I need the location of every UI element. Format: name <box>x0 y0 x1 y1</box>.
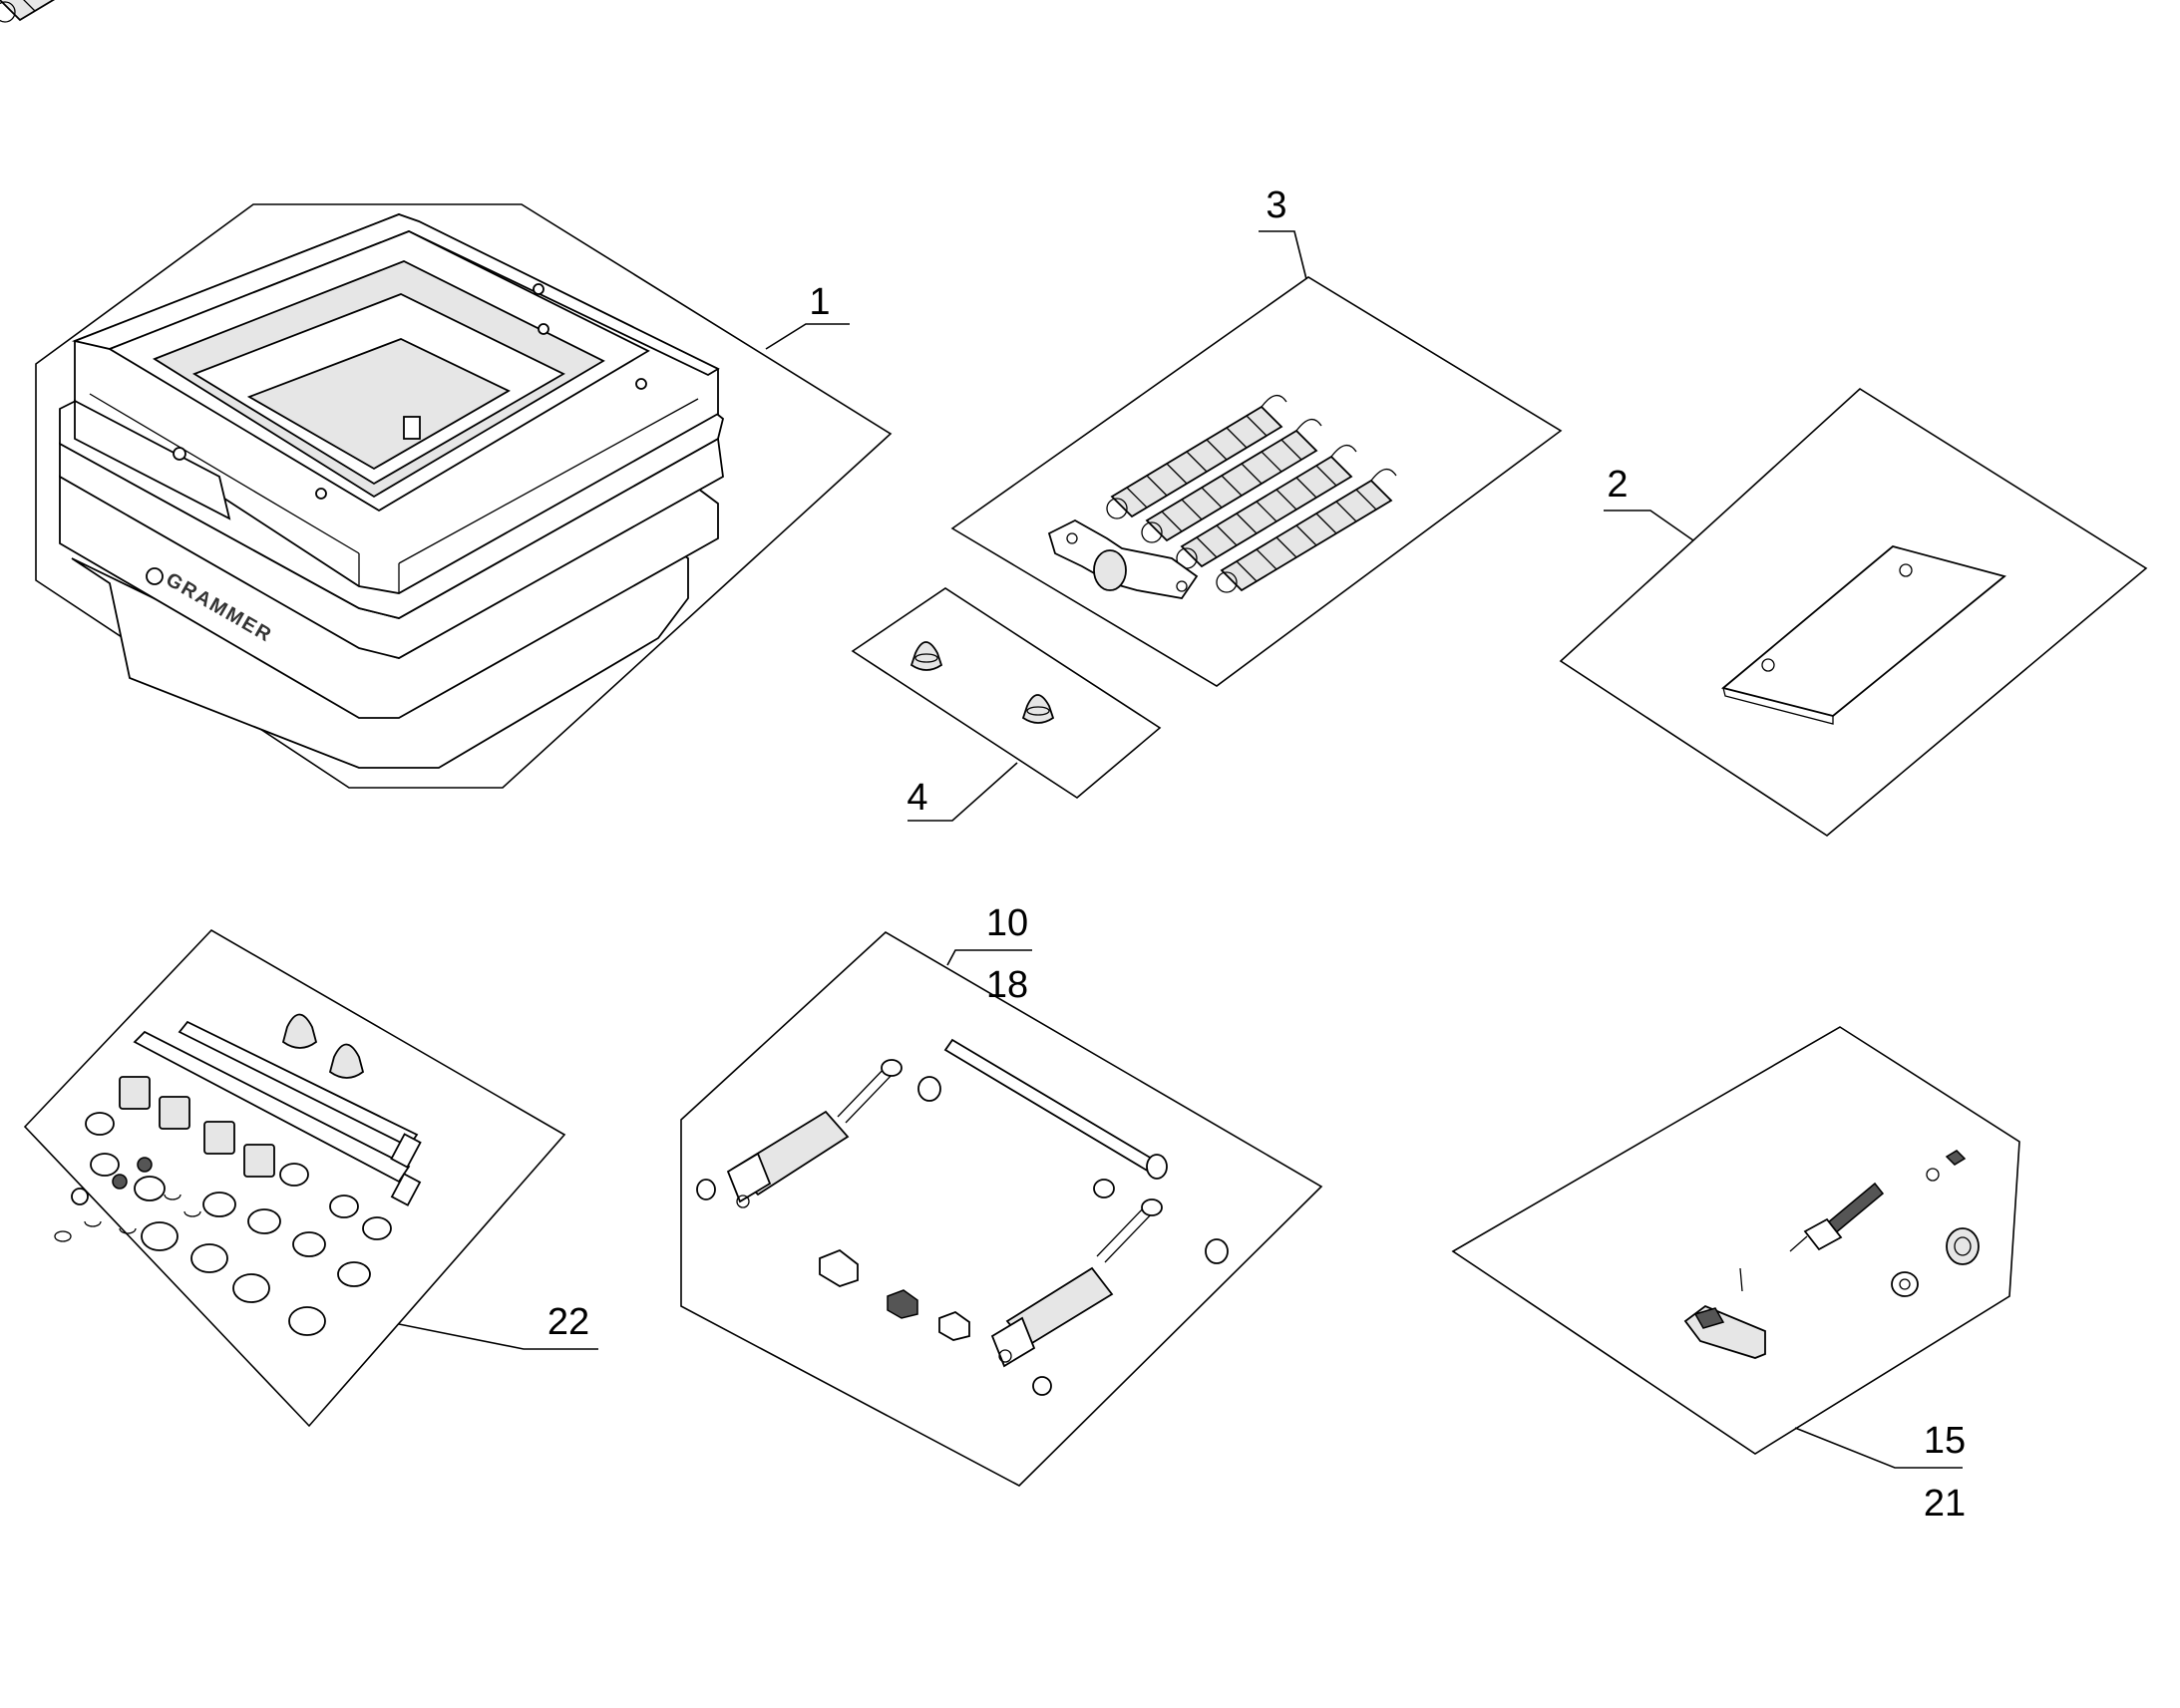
bump-stop-right <box>1021 694 1055 724</box>
gas-spring-lower <box>990 1198 1163 1368</box>
group-1-bellows: 1 <box>35 203 893 789</box>
group-2-plate: 2 <box>1559 387 2148 837</box>
callout-2: 2 <box>1607 464 1628 506</box>
bump-stop-left <box>909 641 943 671</box>
frame-group-3 <box>950 276 1563 687</box>
callout-10: 10 <box>986 902 1028 944</box>
leader-group-3 <box>1259 230 1307 280</box>
frame-group-10-18 <box>680 931 1323 1487</box>
callout-22: 22 <box>547 1301 589 1343</box>
leader-group-22 <box>398 1323 598 1350</box>
tension-springs <box>0 0 1397 593</box>
callout-18: 18 <box>986 964 1028 1006</box>
frame-group-4 <box>851 587 1162 799</box>
group-10-18-dampers: 10 18 <box>680 902 1323 1487</box>
group-4-bump-stops: 4 <box>851 587 1162 822</box>
pivot-rod <box>943 1038 1168 1180</box>
leader-group-4 <box>908 762 1018 822</box>
frame-group-15-21 <box>1451 1026 2020 1455</box>
frame-group-22 <box>23 928 566 1428</box>
callout-15: 15 <box>1924 1420 1966 1462</box>
bellows-drawing: GRAMMER <box>59 213 725 769</box>
gas-spring-upper <box>726 1059 903 1208</box>
group-22-small-parts: 22 <box>23 928 598 1428</box>
leader-group-2 <box>1604 510 1694 541</box>
frame-group-1 <box>35 203 893 789</box>
callout-21: 21 <box>1924 1483 1966 1525</box>
callout-1: 1 <box>809 281 830 323</box>
adjuster-drawing <box>1683 1150 1980 1359</box>
spring-bracket <box>1047 518 1199 599</box>
leader-group-15-21 <box>1794 1427 1963 1469</box>
group-15-21-adjuster: 15 21 <box>1451 1026 2020 1525</box>
callout-3: 3 <box>1266 184 1286 226</box>
small-parts-drawing <box>54 1013 422 1336</box>
cover-plate <box>1721 545 2006 725</box>
leader-group-1 <box>765 323 850 350</box>
callout-4: 4 <box>907 777 927 819</box>
leader-group-10-18 <box>946 949 1032 966</box>
group-3-springs: 3 <box>0 0 1563 687</box>
damper-hardware <box>696 1076 1229 1396</box>
frame-group-2 <box>1559 387 2148 837</box>
